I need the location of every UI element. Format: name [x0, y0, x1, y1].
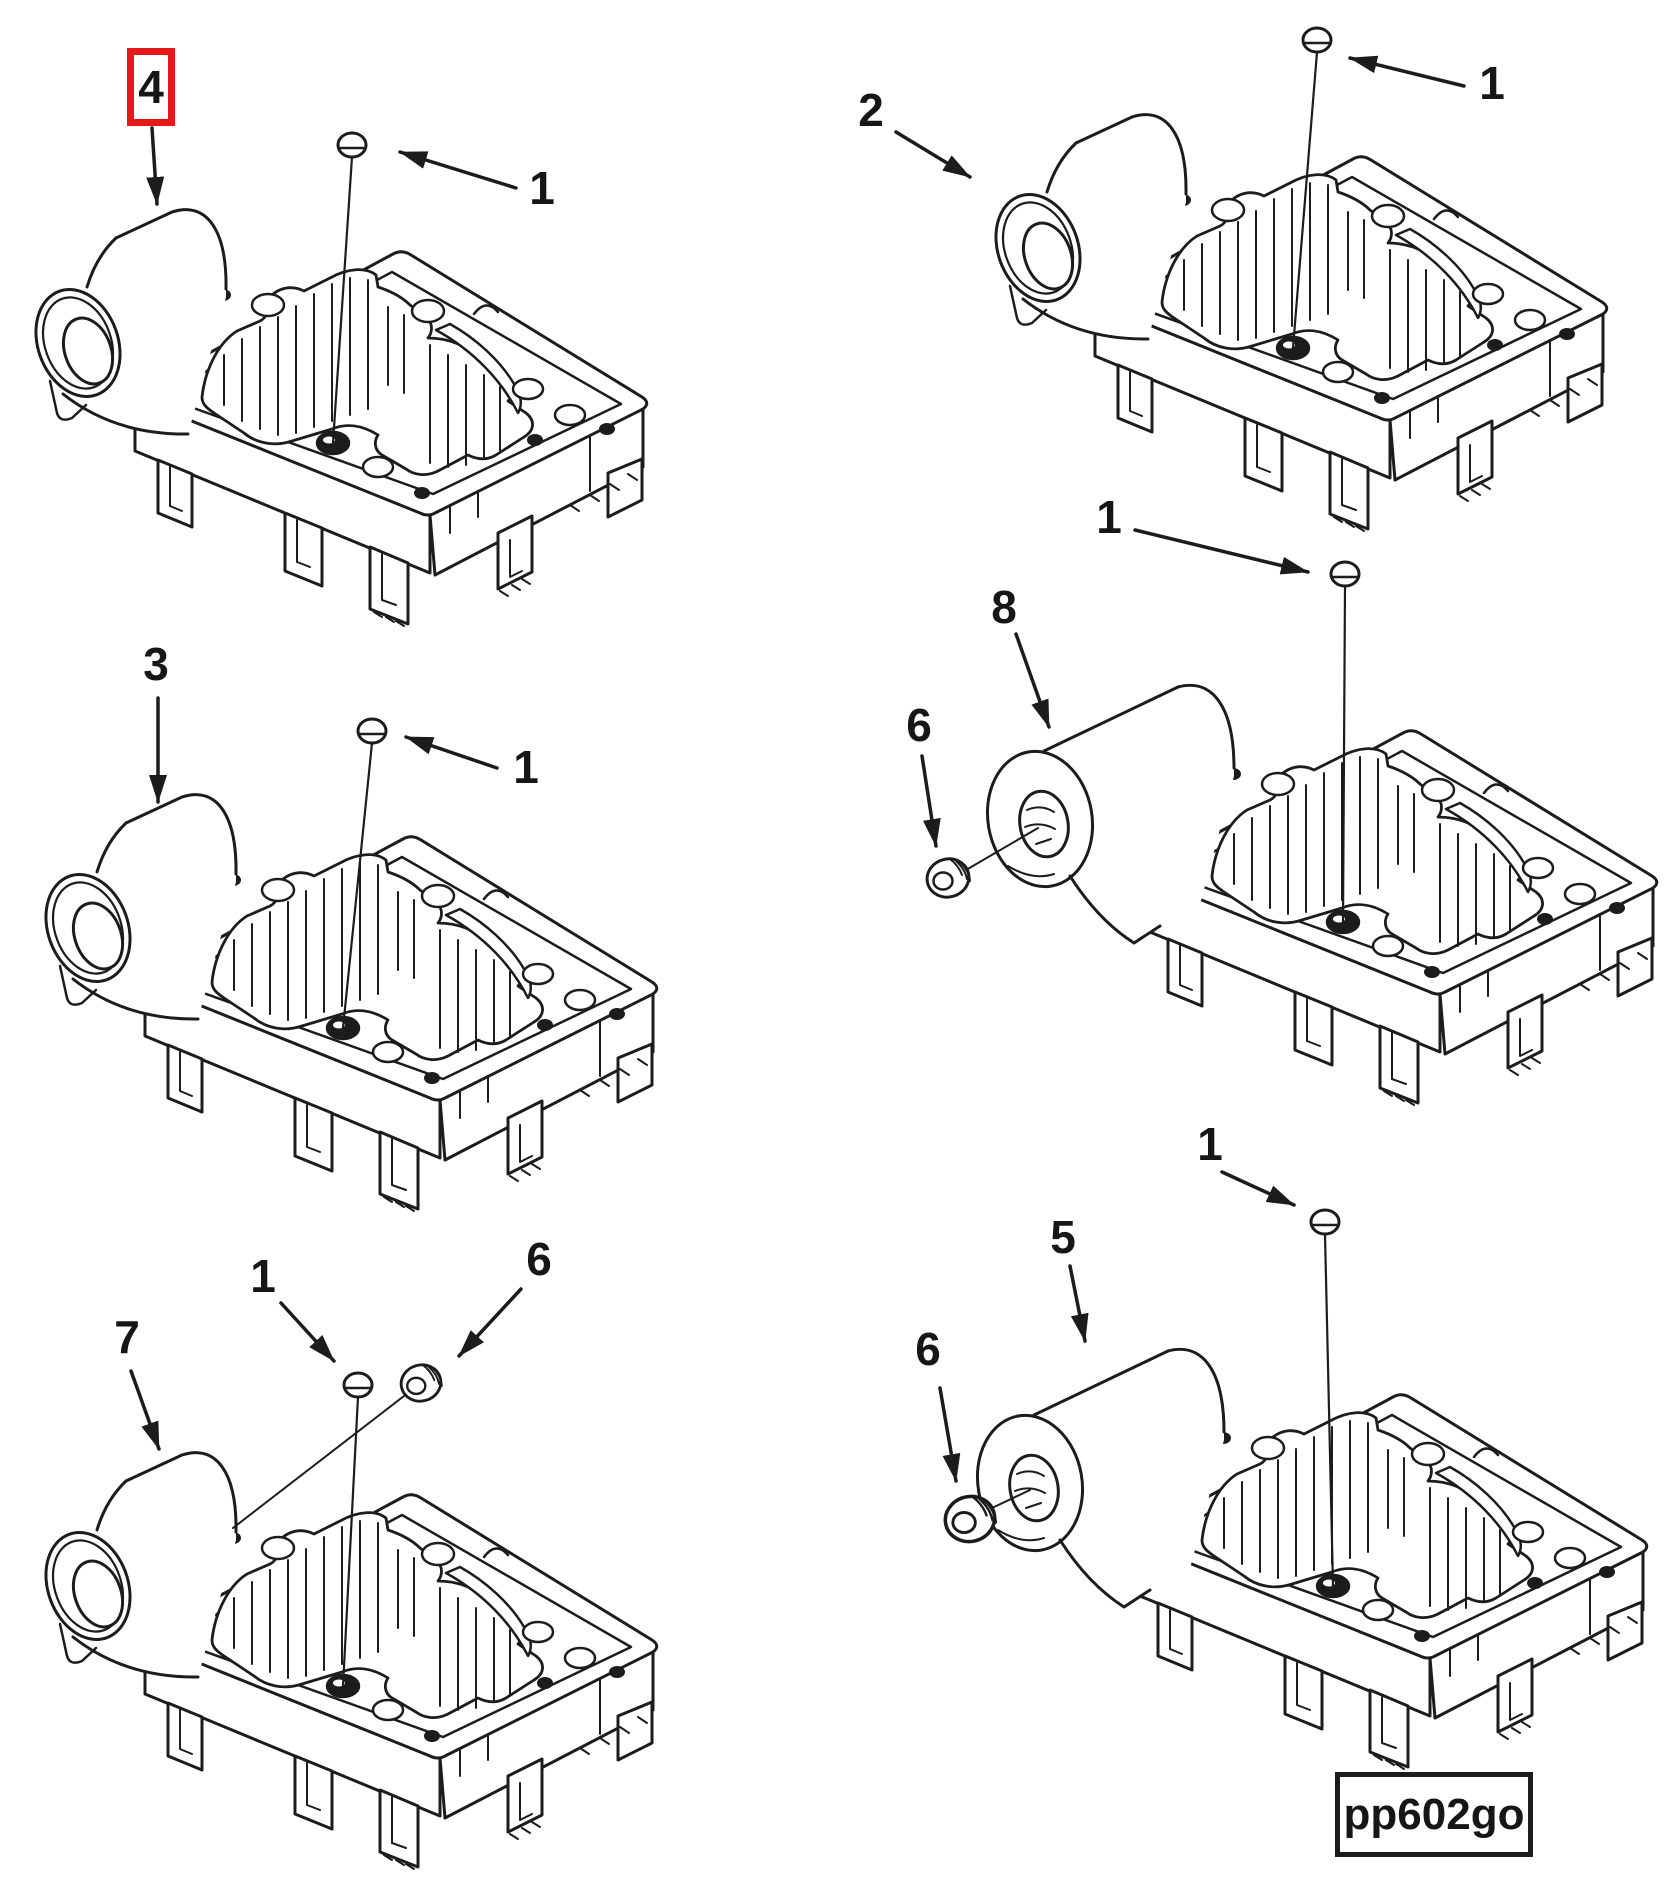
dowel-pin-bottom-left: [341, 1371, 374, 1688]
arrow-plug6-bottom-right: [938, 1386, 961, 1483]
arrow-pin1-top-right: [1348, 55, 1466, 88]
callout-plug-6-bottom-left[interactable]: 6: [526, 1233, 552, 1285]
callout-plug-6-bottom-right[interactable]: 6: [915, 1323, 941, 1375]
highlighted-callout-part4[interactable]: 4: [127, 48, 175, 126]
arrow-part5: [1068, 1264, 1089, 1343]
dowel-pin-bottom-right: [1309, 1208, 1341, 1588]
callout-part-8[interactable]: 8: [991, 581, 1017, 633]
callout-part-4[interactable]: 4: [138, 61, 164, 113]
plug-leader-bottom-left: [232, 1395, 405, 1529]
drawing-code-box: pp602go: [1335, 1772, 1533, 1857]
cup-plug-bottom-left: [395, 1358, 447, 1408]
callout-part-3[interactable]: 3: [143, 638, 169, 690]
dowel-pin-mid-left: [341, 717, 388, 1030]
callout-pin-1-top-right[interactable]: 1: [1479, 57, 1505, 109]
callout-pin-1-mid-right[interactable]: 1: [1096, 491, 1122, 543]
dowel-pin-top-right: [1291, 26, 1333, 350]
housing-drawing-bottom-right: [967, 1349, 1647, 1769]
arrow-pin1-mid-left: [404, 735, 499, 770]
housing-drawing-mid-left: [32, 794, 657, 1211]
arrow-pin1-top-left: [398, 150, 518, 190]
callout-part-7[interactable]: 7: [114, 1311, 140, 1363]
drawing-code-label: pp602go: [1343, 1789, 1525, 1839]
arrow-part8: [1014, 632, 1051, 729]
cup-plug-mid-right: [921, 852, 975, 904]
arrow-part7: [129, 1369, 161, 1451]
callout-pin-1-mid-left[interactable]: 1: [513, 741, 539, 793]
callout-part-2[interactable]: 2: [858, 84, 884, 136]
callout-pin-1-bottom-right[interactable]: 1: [1197, 1118, 1223, 1170]
housing-drawing-mid-right: [977, 685, 1657, 1105]
arrow-pin1-bottom-left: [279, 1301, 336, 1363]
arrow-part4: [146, 126, 165, 206]
plug-leader-bottom-right: [991, 1489, 1031, 1509]
plug-leader-mid-right: [965, 827, 1039, 871]
callout-pin-1-bottom-left[interactable]: 1: [250, 1250, 276, 1302]
arrow-plug6-bottom-left: [457, 1287, 523, 1358]
callout-part-5[interactable]: 5: [1050, 1211, 1076, 1263]
arrow-pin1-mid-right: [1133, 528, 1310, 575]
arrow-plug6-mid-right: [920, 754, 941, 848]
dowel-pin-mid-right: [1329, 560, 1361, 924]
dowel-pin-top-left: [331, 131, 368, 445]
callout-pin-1-top-left[interactable]: 1: [529, 162, 555, 214]
callout-plug-6-mid-right[interactable]: 6: [906, 699, 932, 751]
arrow-part2: [894, 130, 972, 179]
arrow-pin1-bottom-right: [1220, 1170, 1296, 1207]
